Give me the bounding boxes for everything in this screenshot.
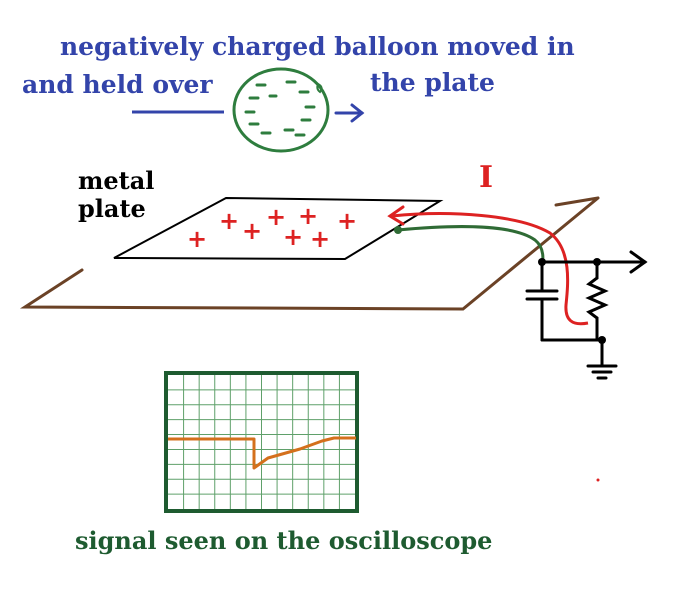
balloon-knot-icon: [316, 83, 323, 94]
circuit-node: [598, 336, 606, 344]
plus-charge: +: [337, 207, 357, 235]
title-line-1: negatively charged balloon moved in: [60, 32, 575, 61]
plus-charge: +: [242, 217, 262, 245]
connecting-wire: [397, 225, 545, 264]
plus-charge: +: [310, 225, 330, 253]
balloon: [232, 67, 330, 153]
oscilloscope-grid: [168, 375, 355, 509]
plus-charge: +: [298, 202, 318, 230]
metal-plate: [113, 196, 444, 261]
base-frame: [19, 196, 600, 311]
plate-positive-charges: + + + + + + + +: [187, 202, 357, 253]
plus-charge: +: [283, 223, 303, 251]
oscilloscope-screen: [164, 371, 359, 513]
title-line-2-right: the plate: [370, 68, 495, 97]
oscilloscope-caption: signal seen on the oscilloscope: [75, 526, 493, 555]
stray-dot: [596, 478, 600, 482]
current-path: [391, 212, 589, 326]
current-label: I: [479, 160, 494, 195]
oscilloscope-signal: [168, 436, 356, 470]
balloon-negative-charges: [244, 80, 316, 137]
plus-charge: +: [187, 225, 207, 253]
wire-contact-point: [394, 226, 402, 234]
circuit-node: [538, 258, 546, 266]
title-line-2-left: and held over: [22, 70, 213, 99]
circuit-node: [593, 258, 601, 266]
metal-plate-label-line-2: plate: [78, 194, 146, 223]
plus-charge: +: [219, 207, 239, 235]
rc-circuit: [525, 250, 648, 380]
metal-plate-label-line-1: metal: [78, 166, 155, 195]
balloon-motion-arrow-icon: [334, 103, 365, 123]
current-arrow-icon: [387, 205, 405, 226]
plus-charge: +: [266, 203, 286, 231]
